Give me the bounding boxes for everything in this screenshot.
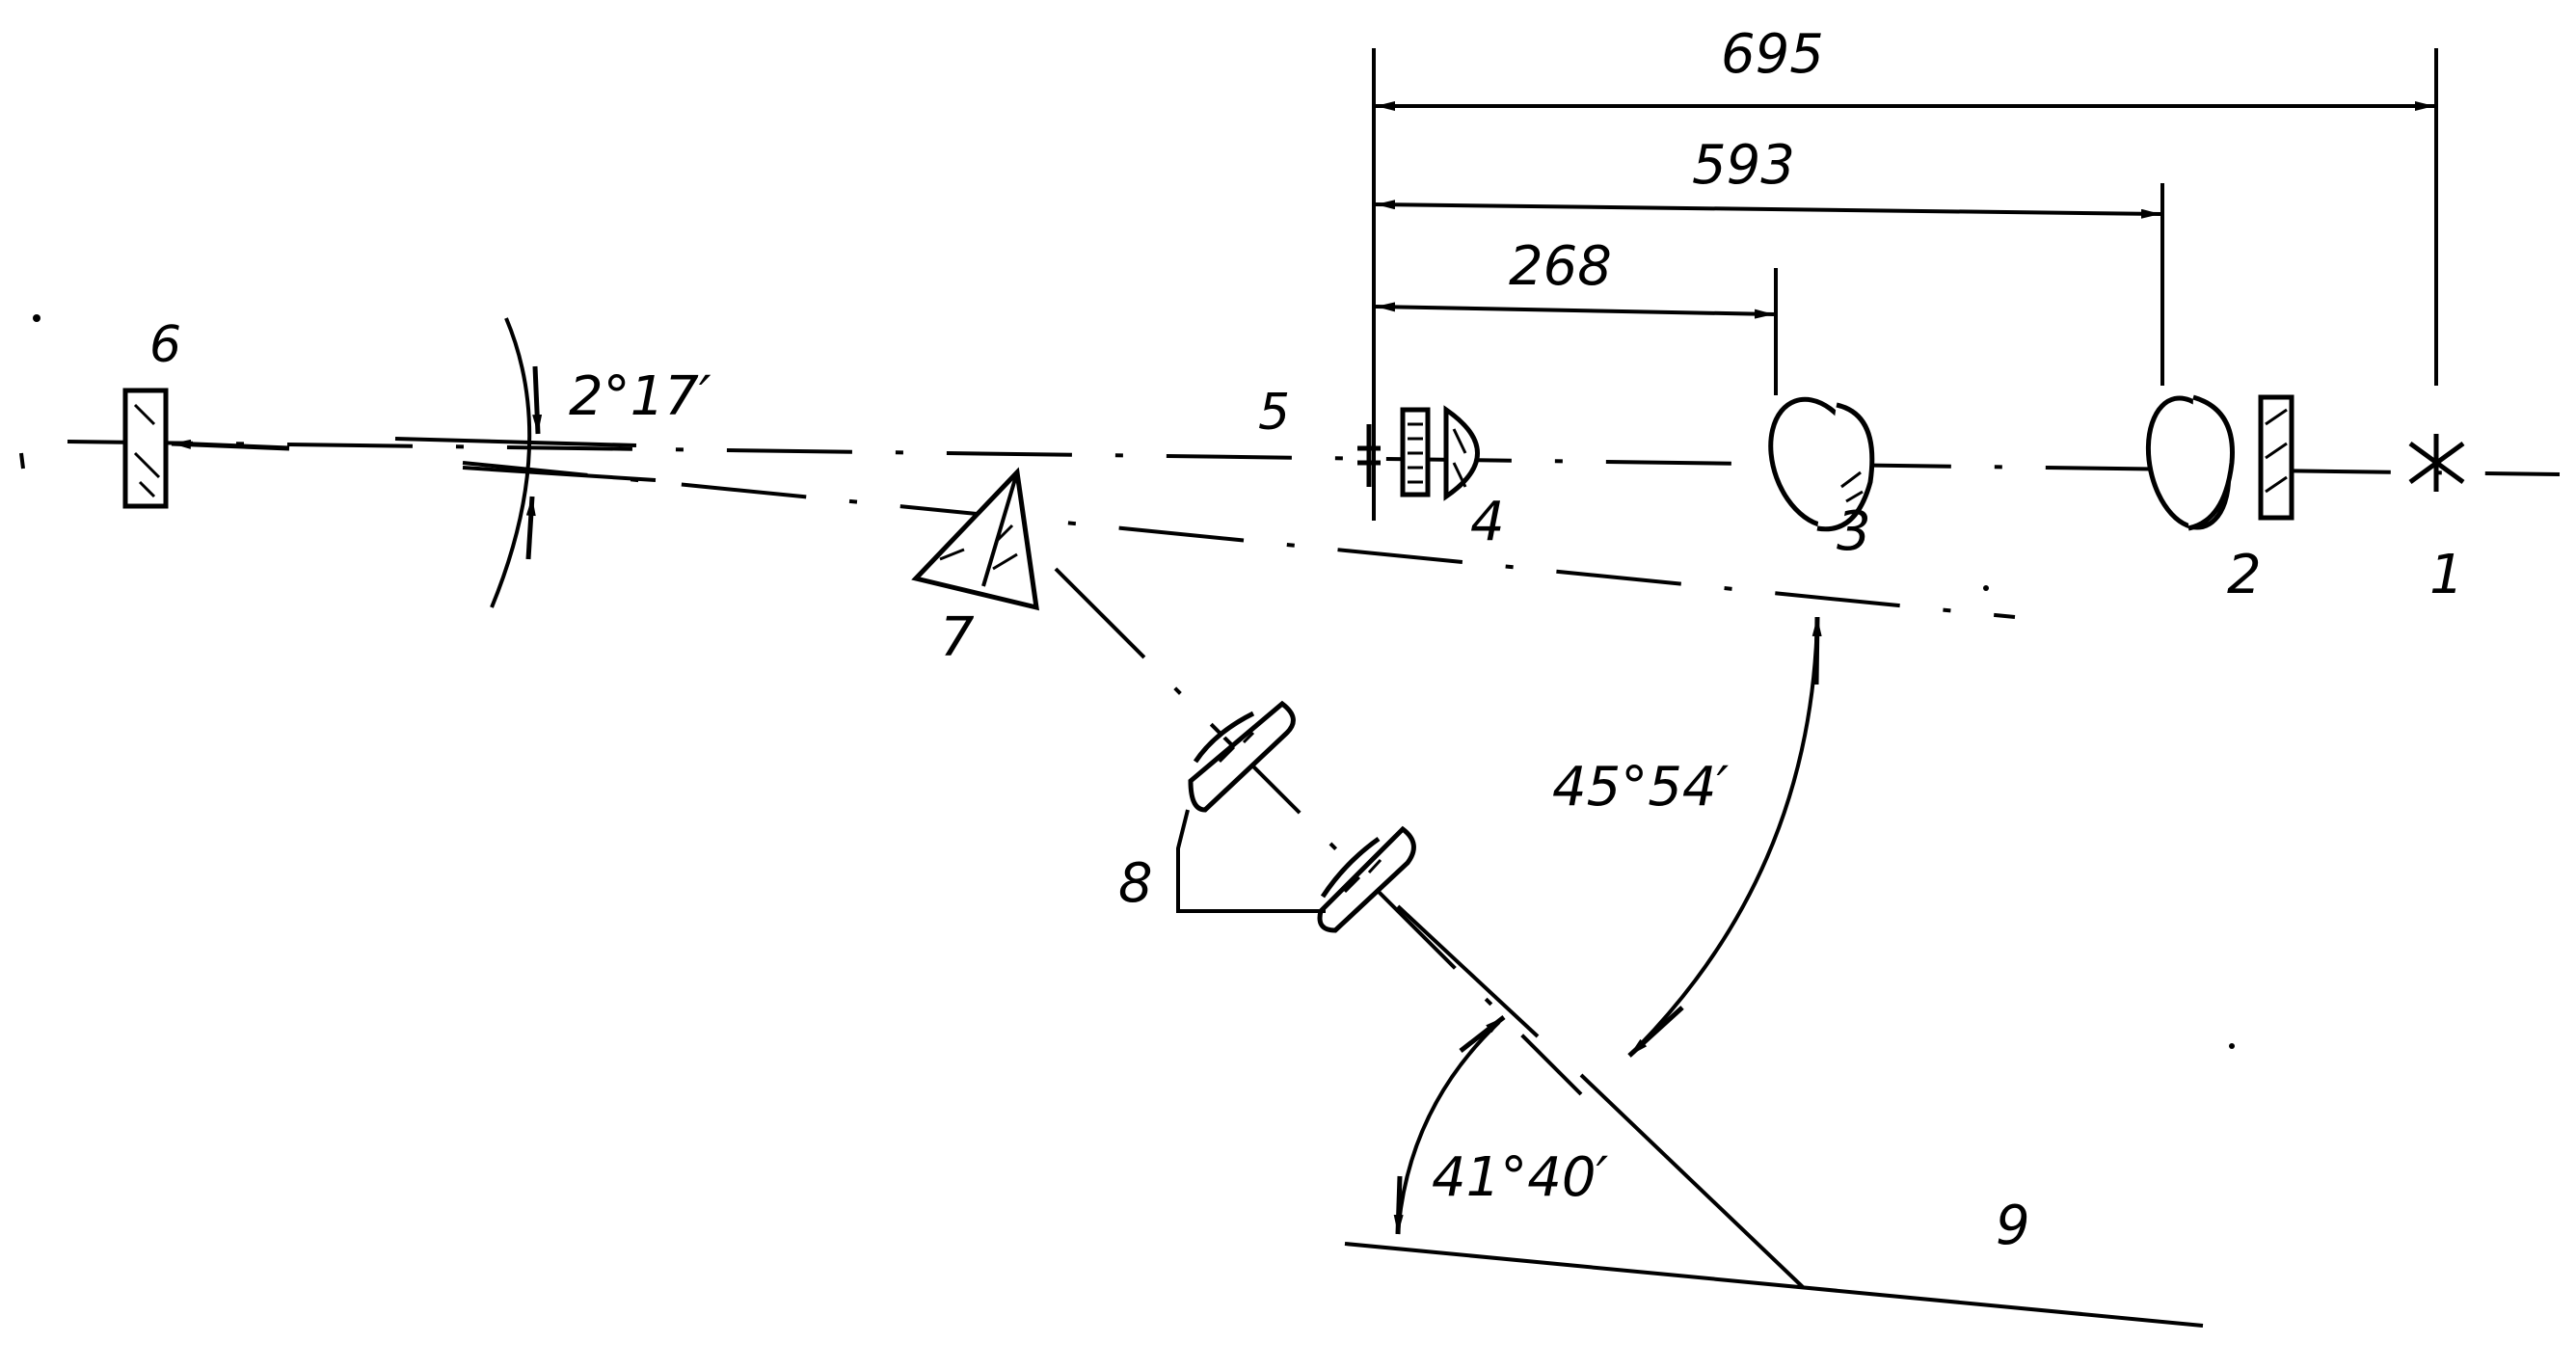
label-2: 2 <box>2227 544 2262 606</box>
angle-ref-line-lower <box>462 466 657 482</box>
arc-45-arrow-bottom <box>1627 1006 1684 1058</box>
element-7-prism <box>911 467 1039 611</box>
label-5: 5 <box>1258 384 1290 442</box>
label-3: 3 <box>1837 500 1871 563</box>
stray-dot <box>2229 1043 2235 1049</box>
deflected-axis <box>462 461 2016 619</box>
axis-arrow-6 <box>171 439 290 451</box>
angle-ref-line <box>394 437 637 447</box>
element-8-mirror-upper <box>1188 700 1296 813</box>
element-4-lens <box>1400 405 1480 501</box>
arc-41-arrow-bottom <box>1393 1175 1404 1235</box>
base-line-9 <box>1344 1242 2204 1328</box>
label-6: 6 <box>149 316 181 374</box>
dim-line-593 <box>1375 200 2161 219</box>
element-3-lens <box>1768 396 1875 532</box>
arc-41-arrow-top <box>1459 1015 1506 1053</box>
arc-arrow-bottom <box>525 496 536 560</box>
angle-label-2-17: 2°17′ <box>569 365 711 428</box>
label-9: 9 <box>1996 1195 2030 1257</box>
arc-45-arrow-top <box>1811 616 1822 685</box>
label-7: 7 <box>940 606 975 669</box>
angle-arc-2-17 <box>490 317 532 608</box>
label-1: 1 <box>2429 544 2464 606</box>
element-8-bracket <box>1176 809 1326 913</box>
element-1-source-icon <box>2408 434 2465 492</box>
element-6-plate <box>122 388 169 509</box>
arc-arrow-top <box>532 365 543 435</box>
stray-dot <box>33 314 40 322</box>
branch-axis <box>1054 567 1583 1096</box>
angle-arc-41-40 <box>1396 1020 1501 1235</box>
element-2-lens <box>2145 394 2294 531</box>
main-axis-left-stub <box>19 452 25 470</box>
main-optical-axis <box>67 440 2561 476</box>
label-8: 8 <box>1118 852 1153 915</box>
angle-arc-45-54 <box>1637 616 1819 1048</box>
dim-line-268 <box>1375 302 1775 319</box>
dim-label-695: 695 <box>1721 23 1824 86</box>
angle-label-41-40: 41°40′ <box>1432 1146 1609 1209</box>
dim-label-593: 593 <box>1692 134 1795 197</box>
dim-label-268: 268 <box>1509 235 1612 298</box>
stray-dot <box>1983 585 1989 591</box>
angle-label-45-54: 45°54′ <box>1552 756 1730 819</box>
element-8-mirror-lower <box>1317 825 1416 933</box>
label-4: 4 <box>1470 491 1505 553</box>
diagonal-to-9 <box>1579 1073 1805 1289</box>
branch-solid-segment <box>1396 904 1540 1038</box>
